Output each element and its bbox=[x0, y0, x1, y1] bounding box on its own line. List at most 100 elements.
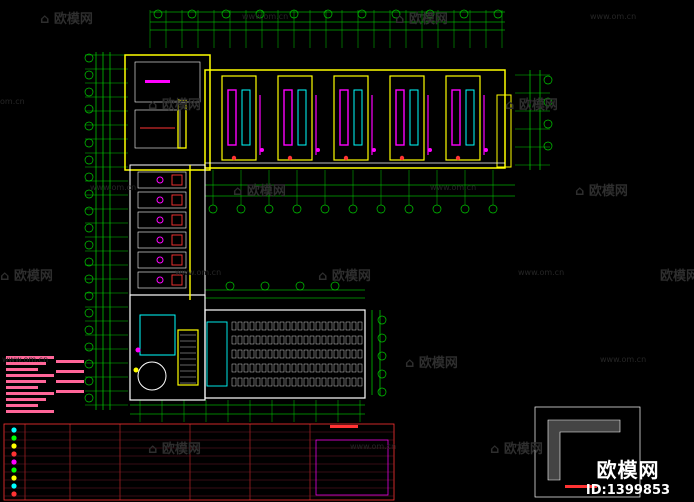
lower-wing-seat bbox=[291, 321, 297, 331]
watermark-domain-5: www.om.cn bbox=[430, 183, 477, 192]
lower-wing-seat bbox=[231, 377, 237, 387]
axis-bubble-left bbox=[84, 257, 94, 267]
lower-wing-seat bbox=[285, 321, 291, 331]
lower-wing-seat bbox=[255, 363, 261, 373]
title-label-bar bbox=[330, 425, 358, 428]
axis-bubble-right bbox=[543, 119, 553, 129]
legend-bar bbox=[6, 368, 38, 371]
legend-dot bbox=[11, 427, 17, 433]
axis-bubble-left bbox=[84, 104, 94, 114]
lower-wing-seat bbox=[333, 349, 339, 359]
lower-wing-seat bbox=[345, 363, 351, 373]
axis-bubble-left bbox=[84, 189, 94, 199]
title-block bbox=[315, 439, 389, 496]
lower-wing-seat bbox=[303, 335, 309, 345]
lower-wing-seat bbox=[237, 349, 243, 359]
watermark-brand-9: 欧模网 bbox=[660, 269, 694, 284]
axis-bubble-lower-right bbox=[377, 369, 387, 379]
axis-bubble-bottom bbox=[460, 204, 470, 214]
lower-wing-seat bbox=[231, 349, 237, 359]
brand-stamp-id: ID:1399853 bbox=[585, 483, 671, 498]
classroom-module bbox=[389, 75, 425, 161]
axis-bubble-left bbox=[84, 223, 94, 233]
lower-wing-seat bbox=[351, 335, 357, 345]
watermark-domain-2: www.om.cn bbox=[590, 12, 637, 21]
fixture-marker bbox=[455, 155, 461, 161]
spine-fixture bbox=[156, 176, 164, 184]
lower-wing-seat bbox=[345, 377, 351, 387]
wall-upper-wing bbox=[204, 69, 506, 169]
lower-wing-seat bbox=[279, 349, 285, 359]
fixture-marker bbox=[372, 148, 376, 152]
lower-wing-seat bbox=[231, 335, 237, 345]
axis-bubble-left bbox=[84, 87, 94, 97]
lower-wing-stage bbox=[206, 321, 228, 387]
key-plan-shape bbox=[547, 419, 621, 481]
classroom-fixture bbox=[353, 89, 363, 146]
axis-bubble-lower bbox=[330, 281, 340, 291]
lower-wing-seat bbox=[291, 349, 297, 359]
axis-bubble-left bbox=[84, 376, 94, 386]
axis-bubble-left bbox=[84, 172, 94, 182]
axis-bubble-top bbox=[187, 9, 197, 19]
watermark-domain-8: www.om.cn bbox=[2, 355, 49, 364]
brand-stamp-name: 欧模网 bbox=[596, 458, 660, 482]
lower-wing-seat bbox=[357, 335, 363, 345]
lower-wing-seat bbox=[285, 377, 291, 387]
axis-bubble-top bbox=[459, 9, 469, 19]
lower-wing-seat bbox=[273, 349, 279, 359]
lower-wing-seat bbox=[261, 363, 267, 373]
fixture-marker bbox=[316, 148, 320, 152]
lower-wing-seat bbox=[291, 363, 297, 373]
watermark-brand-5: ⌂ 欧模网 bbox=[233, 184, 286, 199]
axis-bubble-lower bbox=[225, 281, 235, 291]
north-label-bar bbox=[145, 80, 170, 83]
axis-bubble-right bbox=[543, 97, 553, 107]
lower-wing-seat bbox=[267, 335, 273, 345]
axis-bubble-bottom bbox=[292, 204, 302, 214]
classroom-partition bbox=[451, 89, 461, 146]
sw-marker bbox=[135, 347, 141, 353]
lower-wing-seat bbox=[309, 321, 315, 331]
classroom-fixture bbox=[241, 89, 251, 146]
fixture-marker bbox=[399, 155, 405, 161]
sw-round-stair bbox=[137, 361, 167, 391]
watermark-brand-7: ⌂ 欧模网 bbox=[0, 269, 53, 284]
watermark-domain-7: www.om.cn bbox=[518, 268, 565, 277]
axis-bubble-left bbox=[84, 240, 94, 250]
axis-bubble-bottom bbox=[208, 204, 218, 214]
classroom-module bbox=[221, 75, 257, 161]
axis-bubble-top bbox=[425, 9, 435, 19]
lower-wing-seat bbox=[237, 363, 243, 373]
lower-wing-seat bbox=[303, 363, 309, 373]
watermark-domain-6: www.om.cn bbox=[175, 268, 222, 277]
lower-wing-seat bbox=[243, 321, 249, 331]
classroom-partition bbox=[339, 89, 349, 146]
lower-wing-seat bbox=[309, 363, 315, 373]
legend-bar bbox=[6, 404, 38, 407]
key-plan-frame bbox=[534, 406, 641, 498]
lower-wing-seat bbox=[285, 335, 291, 345]
lower-wing-seat bbox=[267, 349, 273, 359]
legend-bar bbox=[6, 362, 46, 365]
spine-stair-fixture bbox=[171, 174, 183, 186]
lower-wing-seat bbox=[261, 335, 267, 345]
legend-bar bbox=[6, 374, 54, 377]
lower-wing-seat bbox=[255, 335, 261, 345]
dimension-lines bbox=[85, 10, 550, 422]
spine-stair-fixture bbox=[171, 254, 183, 266]
legend-bar bbox=[6, 380, 46, 383]
spine-room bbox=[137, 171, 187, 189]
axis-bubble-top bbox=[323, 9, 333, 19]
legend-bar bbox=[6, 410, 54, 413]
wall-north-block bbox=[124, 54, 211, 171]
classroom-partition bbox=[395, 89, 405, 146]
legend-dot bbox=[11, 491, 17, 497]
lower-wing-seat bbox=[231, 363, 237, 373]
axis-bubbles bbox=[84, 9, 553, 403]
watermark-brand-8: ⌂ 欧模网 bbox=[318, 269, 371, 284]
wall-lower-wing bbox=[204, 309, 366, 399]
spine-room bbox=[137, 251, 187, 269]
lower-wing-seat bbox=[273, 321, 279, 331]
spine-fixture bbox=[156, 236, 164, 244]
